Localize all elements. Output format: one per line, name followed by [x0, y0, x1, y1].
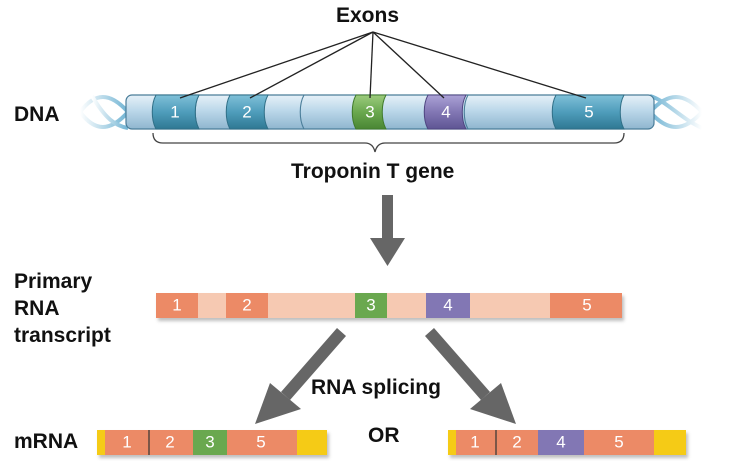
mrna-left-numbers: 1 2 3 5: [122, 433, 265, 452]
mrna-label: mRNA: [14, 430, 79, 453]
splicing-arrow-left: [255, 328, 346, 424]
dna-exon-3: [351, 94, 387, 130]
mrna-right-numbers: 1 2 4 5: [470, 433, 623, 452]
primary-label-line1: Primary: [14, 270, 93, 293]
transcript-exon-3-number: 3: [366, 296, 375, 315]
mrna-left-exon-1: 1: [122, 433, 131, 452]
primary-label-line3: transcript: [14, 324, 111, 347]
splicing-arrow-right: [425, 328, 516, 424]
transcript-exon-numbers: 1 2 3 4 5: [172, 296, 591, 315]
transcript-exon-1-number: 1: [172, 296, 181, 315]
transcript-exon-5-number: 5: [582, 296, 591, 315]
primary-transcript: [156, 293, 622, 318]
transcription-arrow: [370, 195, 405, 266]
dna-exon-4: [423, 94, 467, 130]
dna-helix-right: [648, 94, 705, 130]
transcript-exon-2: [226, 293, 268, 318]
dna-helix-left: [78, 94, 131, 130]
dna-exons: 1 2 3 4 5: [151, 94, 625, 130]
transcript-exon-4-number: 4: [443, 296, 452, 315]
dna-label: DNA: [14, 103, 60, 126]
mrna-left: [97, 430, 327, 455]
dna-exon-3-number: 3: [365, 103, 374, 122]
gene-label: Troponin T gene: [291, 160, 455, 183]
primary-label-line2: RNA: [14, 297, 60, 320]
exon-pointer-lines: [179, 31, 587, 99]
mrna-right: [448, 430, 686, 455]
gene-brace: [152, 132, 625, 153]
transcript-exon-5: [550, 293, 622, 318]
transcript-exon-3: [355, 293, 387, 318]
transcript-exon-4: [426, 293, 470, 318]
dna-exon-5: [551, 94, 625, 130]
dna-exon-1-number: 1: [170, 103, 179, 122]
dna-exon-5-number: 5: [584, 103, 593, 122]
mrna-left-exon-2: 2: [165, 433, 174, 452]
dna-exon-2-number: 2: [242, 103, 251, 122]
mrna-right-exon-1: 1: [470, 433, 479, 452]
transcript-exon-1: [156, 293, 198, 318]
mrna-left-exon-3: 3: [205, 433, 214, 452]
mrna-right-exon-5: 5: [614, 433, 623, 452]
dna-exon-2: [225, 94, 269, 130]
exons-label: Exons: [336, 4, 400, 27]
dna-exon-1: [151, 94, 200, 130]
splicing-label: RNA splicing: [311, 376, 441, 399]
dna-exon-4-number: 4: [441, 103, 450, 122]
transcript-exon-2-number: 2: [242, 296, 251, 315]
mrna-left-exon-5: 5: [256, 433, 265, 452]
mrna-right-exon-4: 4: [556, 433, 565, 452]
or-label: OR: [368, 424, 400, 447]
mrna-right-exon-2: 2: [512, 433, 521, 452]
primary-transcript-label: Primary RNA transcript: [14, 268, 111, 349]
